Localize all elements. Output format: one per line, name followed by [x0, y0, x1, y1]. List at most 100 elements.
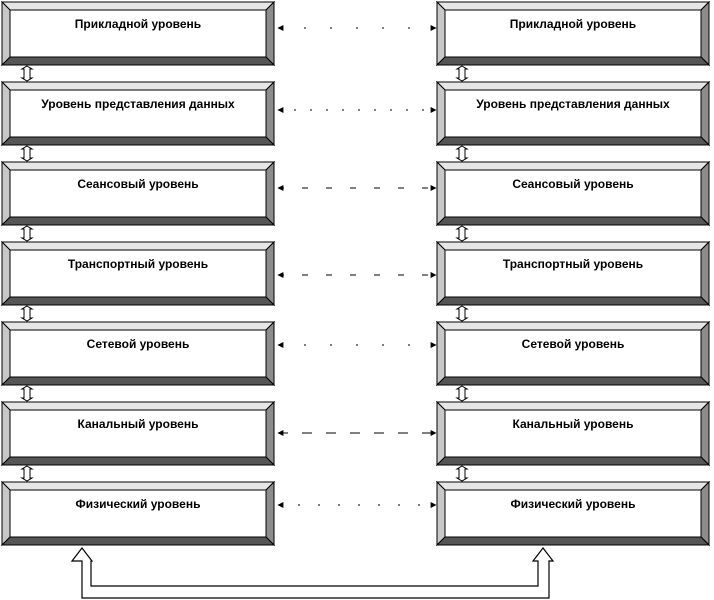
box-face: [444, 169, 702, 218]
vertical-arrow: [20, 145, 34, 162]
bevel-top: [0, 161, 276, 171]
box-face: [444, 9, 702, 58]
layer-label: Транспортный уровень: [503, 257, 643, 271]
bevel-left: [1, 80, 11, 147]
layer-label: Уровень представления данных: [476, 97, 670, 111]
right-layer-box: Транспортный уровень: [435, 240, 711, 307]
vertical-arrow: [455, 145, 469, 162]
bevel-right: [265, 240, 275, 307]
physical-medium-channel: [70, 547, 555, 599]
bevel-left: [436, 240, 446, 307]
bevel-bottom: [0, 536, 276, 546]
left-layer-box: Уровень представления данных: [0, 80, 276, 147]
physical-channel-outline: [70, 547, 555, 599]
bevel-top: [0, 81, 276, 91]
bevel-top: [0, 1, 276, 11]
left-layer-box: Сетевой уровень: [0, 320, 276, 387]
peer-links: [277, 25, 437, 508]
left-layer-box: Сеансовый уровень: [0, 160, 276, 227]
bevel-top: [0, 241, 276, 251]
bevel-top: [435, 481, 711, 491]
box-face: [444, 489, 702, 538]
bevel-top: [435, 81, 711, 91]
bevel-right: [265, 160, 275, 227]
bevel-right: [265, 400, 275, 467]
bevel-right: [700, 240, 710, 307]
bevel-bottom: [435, 136, 711, 146]
bevel-left: [1, 400, 11, 467]
bevel-right: [700, 320, 710, 387]
vertical-arrow: [455, 465, 469, 482]
bevel-bottom: [435, 376, 711, 386]
layer-label: Прикладной уровень: [75, 17, 201, 31]
bevel-right: [700, 480, 710, 547]
box-face: [9, 169, 267, 218]
bevel-bottom: [0, 296, 276, 306]
bevel-bottom: [435, 216, 711, 226]
bevel-left: [1, 0, 11, 67]
bevel-top: [435, 241, 711, 251]
bevel-right: [700, 0, 710, 67]
bevel-left: [436, 80, 446, 147]
layer-label: Канальный уровень: [78, 417, 199, 431]
bevel-top: [0, 481, 276, 491]
layer-label: Физический уровень: [76, 497, 201, 511]
bevel-bottom: [435, 296, 711, 306]
layer-label: Транспортный уровень: [68, 257, 208, 271]
bevel-top: [435, 1, 711, 11]
left-layer-box: Прикладной уровень: [0, 0, 276, 67]
bevel-top: [435, 321, 711, 331]
right-layer-box: Сетевой уровень: [435, 320, 711, 387]
bevel-right: [700, 80, 710, 147]
box-face: [444, 409, 702, 458]
vertical-arrow: [455, 305, 469, 322]
bevel-left: [1, 240, 11, 307]
bevel-left: [1, 320, 11, 387]
bevel-left: [1, 160, 11, 227]
layer-label: Сеансовый уровень: [512, 177, 633, 191]
layer-label: Канальный уровень: [513, 417, 634, 431]
left-layer-box: Физический уровень: [0, 480, 276, 547]
bevel-bottom: [0, 216, 276, 226]
box-face: [9, 409, 267, 458]
vertical-arrow: [20, 385, 34, 402]
bevel-bottom: [0, 456, 276, 466]
vertical-arrow: [455, 225, 469, 242]
box-face: [9, 489, 267, 538]
bevel-bottom: [0, 376, 276, 386]
bevel-right: [700, 160, 710, 227]
right-layer-box: Физический уровень: [435, 480, 711, 547]
bevel-left: [1, 480, 11, 547]
layer-label: Сетевой уровень: [87, 337, 190, 351]
layer-label: Уровень представления данных: [41, 97, 235, 111]
vertical-arrow: [20, 225, 34, 242]
box-face: [444, 329, 702, 378]
vertical-arrow: [455, 385, 469, 402]
box-face: [9, 9, 267, 58]
vertical-arrow: [20, 305, 34, 322]
layer-label: Прикладной уровень: [510, 17, 636, 31]
bevel-right: [265, 0, 275, 67]
layer-label: Сетевой уровень: [522, 337, 625, 351]
bevel-top: [435, 401, 711, 411]
left-layer-box: Канальный уровень: [0, 400, 276, 467]
box-face: [9, 329, 267, 378]
bevel-right: [265, 80, 275, 147]
bevel-left: [436, 400, 446, 467]
layer-label: Физический уровень: [511, 497, 636, 511]
right-layer-box: Прикладной уровень: [435, 0, 711, 67]
bevel-right: [700, 400, 710, 467]
bevel-bottom: [435, 536, 711, 546]
bevel-right: [265, 480, 275, 547]
bevel-left: [436, 160, 446, 227]
vertical-arrow: [455, 65, 469, 82]
bevel-top: [435, 161, 711, 171]
layer-label: Сеансовый уровень: [77, 177, 198, 191]
bevel-bottom: [435, 56, 711, 66]
vertical-links: [20, 65, 469, 482]
bevel-right: [265, 320, 275, 387]
right-layer-box: Уровень представления данных: [435, 80, 711, 147]
bevel-bottom: [435, 456, 711, 466]
